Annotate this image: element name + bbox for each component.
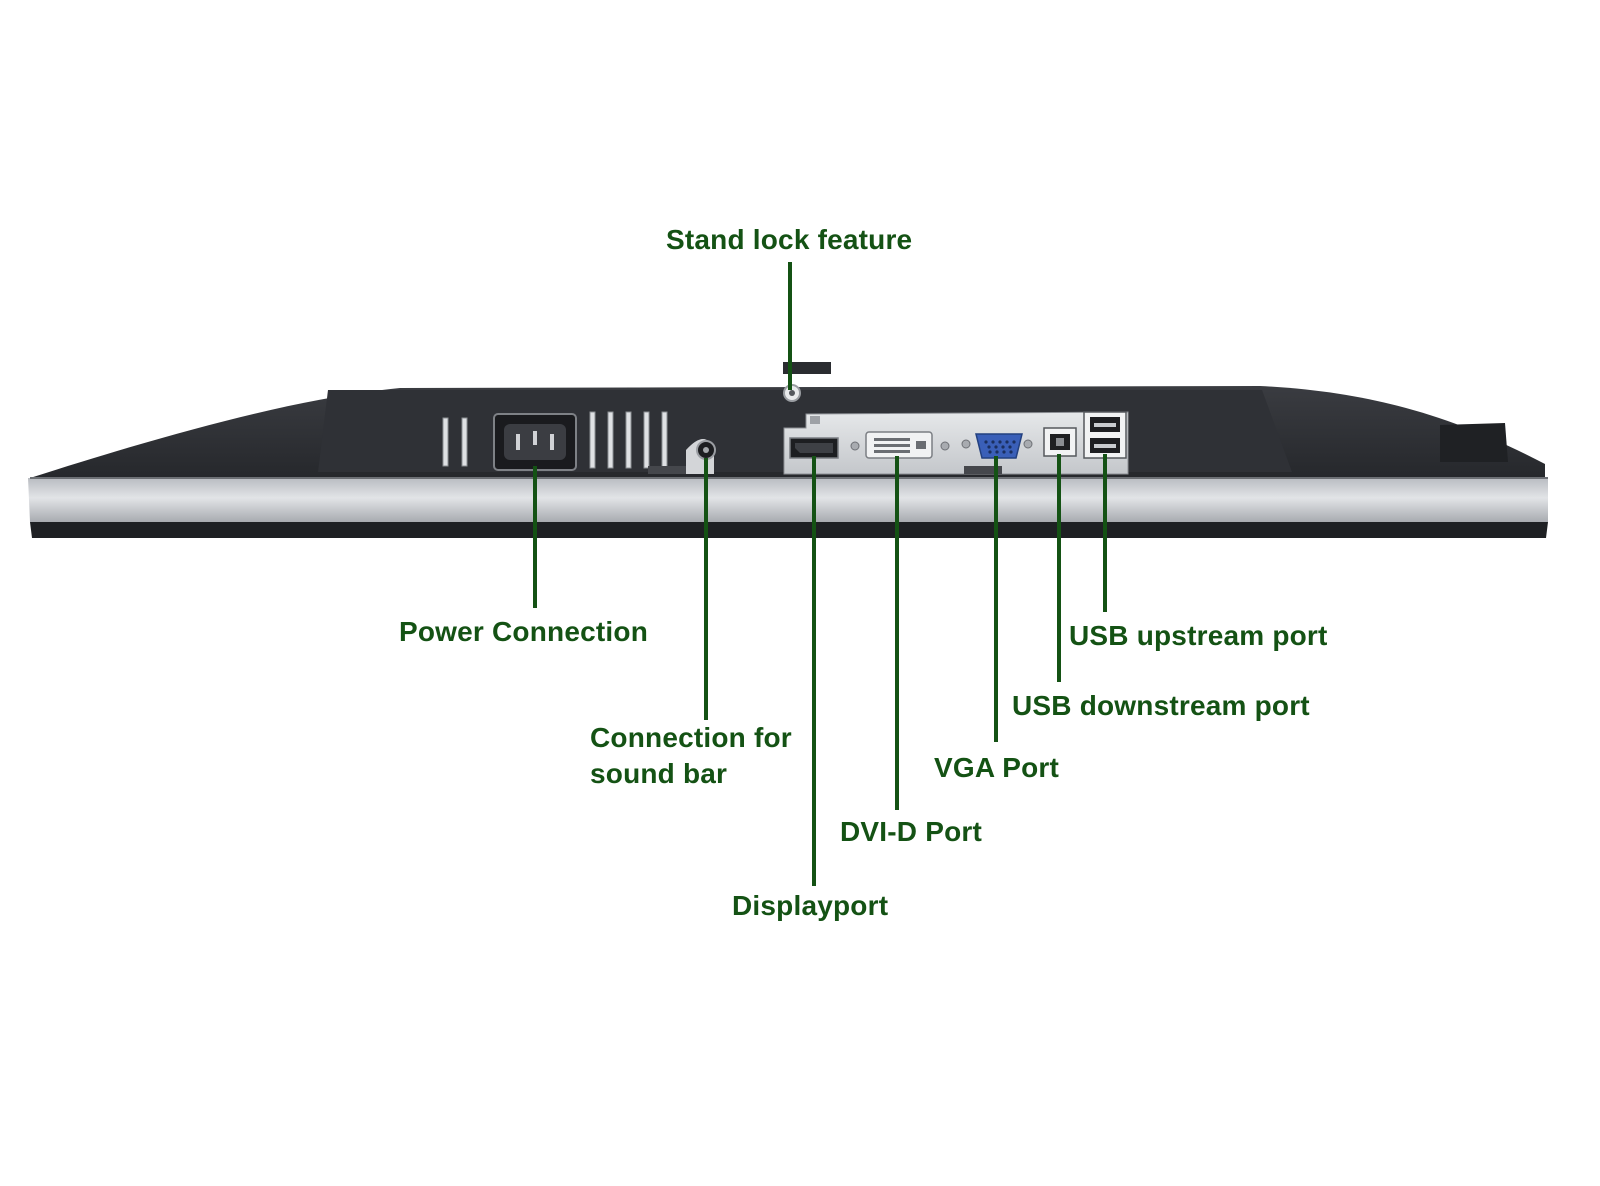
label-dvi-d-port: DVI-D Port [840,816,982,847]
vents-right [589,411,668,469]
vents-left [442,417,468,467]
leader-line-usb-downstream [1057,454,1061,682]
label-vga-port: VGA Port [934,752,1060,783]
silver-front-edge [28,478,1548,522]
leader-line-displayport [812,456,816,886]
leader-line-usb-upstream [1103,454,1107,612]
label-usb-downstream-port: USB downstream port [1012,690,1310,721]
vga-connector [975,433,1023,459]
power-connector [493,413,577,471]
usb-a-stack [1083,411,1127,459]
leader-line-stand-lock [788,262,792,390]
label-sound-bar-connection: Connection for sound bar [590,722,792,789]
label-usb-upstream-port: USB upstream port [1069,620,1328,651]
label-power-connection: Power Connection [399,616,648,647]
displayport-connector [789,437,839,459]
label-displayport: Displayport [732,890,889,921]
leader-line-power [533,466,537,608]
stand-lock-bump [783,362,831,374]
bottom-lip [30,522,1548,538]
dvi-connector [865,431,933,459]
leader-line-dvi [895,456,899,810]
leader-line-vga [994,456,998,742]
leader-line-sound-bar [704,458,708,720]
label-stand-lock-feature: Stand lock feature [666,224,913,255]
usb-b-connector [1043,427,1077,457]
monitor-rear-bump [1440,423,1508,462]
